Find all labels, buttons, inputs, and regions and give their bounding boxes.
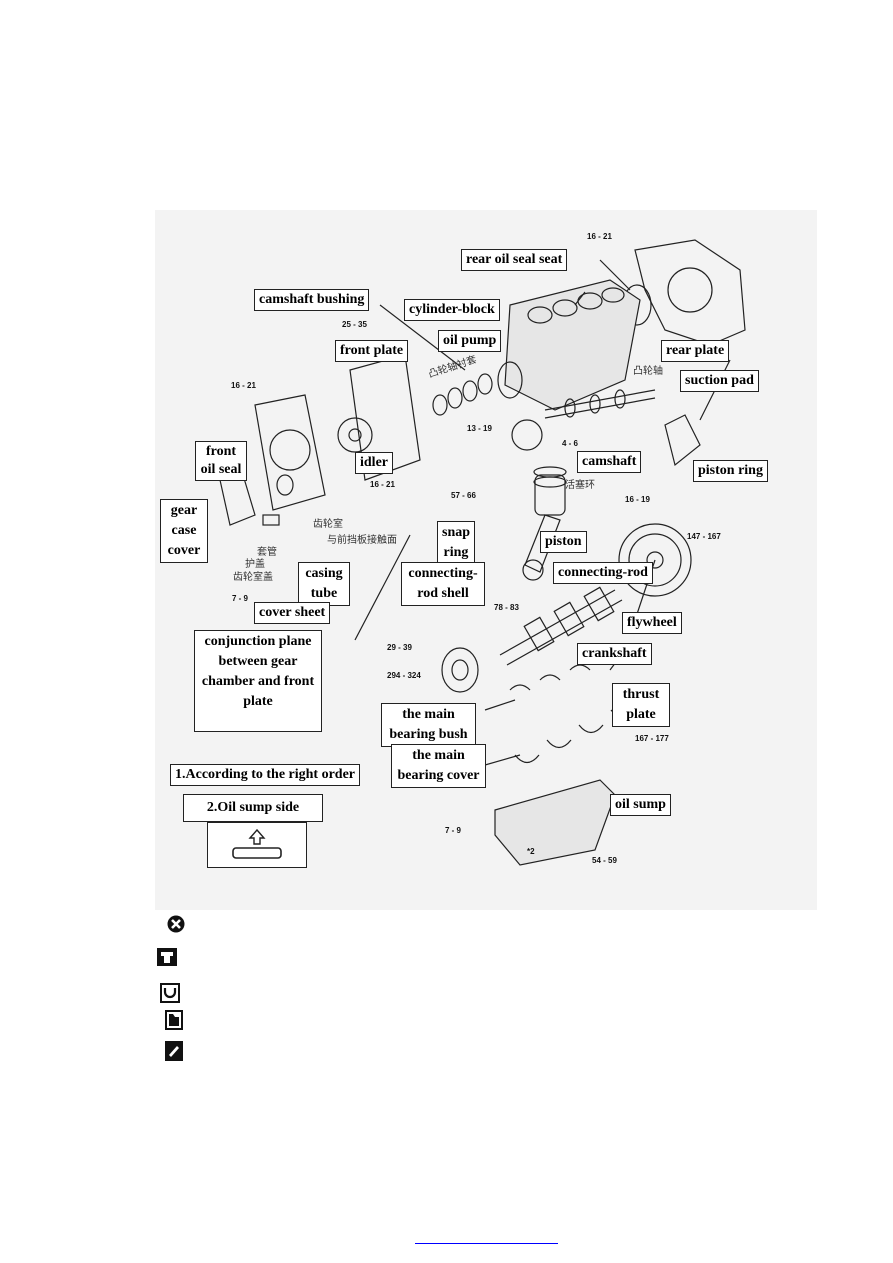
gear-cover-cn: 齿轮室盖 — [233, 572, 273, 583]
label-front-plate: front plate — [335, 340, 409, 362]
label-conjunction-plane-line3: chamber and front — [201, 674, 315, 689]
label-piston: piston — [540, 531, 587, 553]
conjunction-cn: 与前挡板接触面 — [327, 535, 397, 546]
torque-value: 167 - 177 — [635, 734, 669, 743]
engine-parts-drawing — [219, 239, 746, 866]
label-cover-sheet: cover sheet — [254, 602, 331, 624]
label-main-bearing-cover-line2: bearing cover — [397, 768, 480, 783]
label-gear-case-cover: gear case cover — [160, 499, 208, 563]
gasket-count: *2 — [527, 847, 535, 856]
label-rear-plate: rear plate — [661, 340, 730, 362]
legend-replace-icon — [167, 915, 185, 933]
label-conjunction-plane: conjunction plane between gear chamber a… — [194, 630, 322, 732]
label-casing-tube: casing tube — [298, 562, 350, 606]
label-main-bearing-bush-line2: bearing bush — [389, 727, 468, 742]
torque-value: 4 - 6 — [562, 439, 579, 448]
torque-value: 57 - 66 — [451, 491, 476, 500]
torque-value: 147 - 167 — [687, 532, 721, 541]
camshaft-cn: 凸轮轴 — [633, 366, 663, 377]
torque-value: 16 - 21 — [370, 480, 395, 489]
label-oil-sump-side: 2.Oil sump side — [183, 794, 323, 822]
legend-oil-icon — [165, 1010, 183, 1030]
torque-value: 13 - 19 — [467, 424, 492, 433]
label-order-note: 1.According to the right order — [170, 764, 361, 786]
torque-value: 25 - 35 — [342, 320, 367, 329]
label-front-oil-seal-line2: oil seal — [200, 462, 242, 477]
engine-exploded-diagram: 凸轮轴衬套 凸轮轴 活塞环 齿轮室 与前挡板接触面 套管 护盖 齿轮室盖 16 … — [155, 210, 817, 910]
torque-value: 16 - 19 — [625, 495, 650, 504]
label-crankshaft: crankshaft — [577, 643, 652, 665]
label-gear-case-cover-line1: gear — [170, 503, 198, 518]
label-snap-ring-line2: ring — [443, 545, 469, 560]
label-cylinder-block: cylinder-block — [404, 299, 500, 321]
label-casing-tube-line1: casing — [305, 566, 343, 581]
label-conjunction-plane-line4: plate — [243, 694, 273, 709]
label-gear-case-cover-line2: case — [171, 523, 197, 538]
tube-cn: 套管 — [257, 547, 277, 558]
torque-value: 29 - 39 — [387, 643, 412, 652]
legend-torque-icon — [160, 983, 180, 1003]
torque-value: 78 - 83 — [494, 603, 519, 612]
label-idler: idler — [355, 452, 393, 474]
label-thrust-plate-line1: thrust — [622, 687, 660, 702]
label-rear-oil-seal-seat: rear oil seal seat — [461, 249, 568, 271]
torque-value: 16 - 21 — [587, 232, 612, 241]
torque-value: 7 - 9 — [232, 594, 249, 603]
label-gear-case-cover-line3: cover — [167, 543, 201, 558]
label-snap-ring-line1: snap — [442, 525, 471, 540]
gear-chamber-cn: 齿轮室 — [313, 519, 343, 530]
label-conjunction-plane-line2: between gear — [218, 654, 298, 669]
label-oil-pump: oil pump — [438, 330, 502, 352]
label-front-oil-seal: front oil seal — [195, 441, 247, 481]
label-conjunction-plane-line1: conjunction plane — [204, 634, 312, 649]
footer-link[interactable] — [415, 1243, 558, 1244]
label-connecting-rod-shell: connecting- rod shell — [401, 562, 485, 606]
piston-ring-cn: 活塞环 — [565, 480, 595, 491]
label-suction-pad: suction pad — [680, 370, 759, 392]
label-thrust-plate-line2: plate — [626, 707, 656, 722]
torque-value: 7 - 9 — [445, 826, 462, 835]
label-piston-ring: piston ring — [693, 460, 768, 482]
label-oil-sump: oil sump — [610, 794, 671, 816]
legend-sealant-icon — [165, 1041, 183, 1061]
label-camshaft-bushing: camshaft bushing — [254, 289, 370, 311]
torque-value: 54 - 59 — [592, 856, 617, 865]
label-connecting-rod-shell-line2: rod shell — [417, 586, 469, 601]
oil-sump-side-indicator-icon — [207, 822, 307, 868]
label-thrust-plate: thrust plate — [612, 683, 670, 727]
label-casing-tube-line2: tube — [310, 586, 338, 601]
label-main-bearing-bush-line1: the main — [402, 707, 455, 722]
label-main-bearing-cover: the main bearing cover — [391, 744, 486, 788]
label-connecting-rod: connecting-rod — [553, 562, 653, 584]
label-main-bearing-cover-line1: the main — [412, 748, 465, 763]
label-main-bearing-bush: the main bearing bush — [381, 703, 476, 747]
legend-torque-lock-icon — [157, 948, 177, 966]
label-connecting-rod-shell-line1: connecting- — [408, 566, 478, 581]
label-front-oil-seal-line1: front — [205, 444, 237, 459]
label-camshaft: camshaft — [577, 451, 642, 473]
cover-cn: 护盖 — [245, 559, 265, 570]
label-flywheel: flywheel — [622, 612, 682, 634]
label-snap-ring: snap ring — [437, 521, 475, 565]
torque-value: 294 - 324 — [387, 671, 421, 680]
torque-value: 16 - 21 — [231, 381, 256, 390]
